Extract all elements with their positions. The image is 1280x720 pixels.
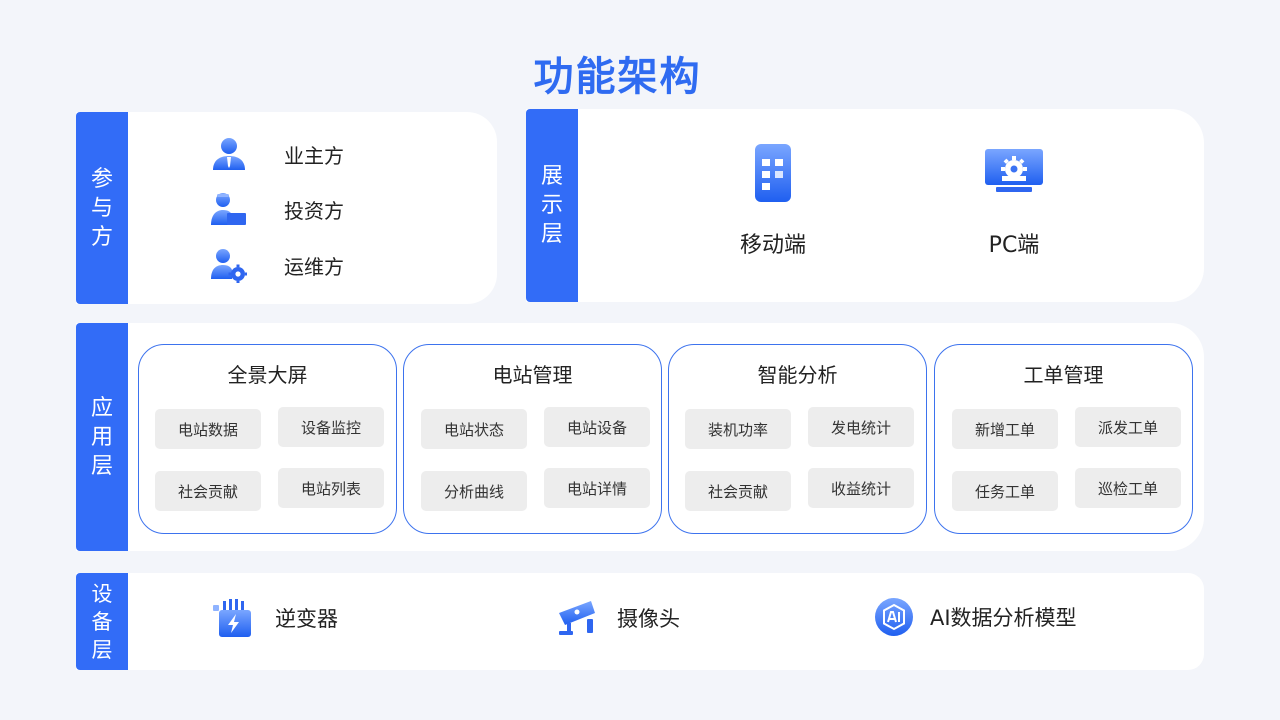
pc-monitor-gear-icon (984, 143, 1044, 207)
inverter-icon (211, 597, 255, 639)
terminal-pc: PC端 (964, 143, 1064, 259)
owner-user-icon (210, 135, 248, 173)
device-inverter: 逆变器 (211, 597, 338, 639)
module-item: 电站设备 (544, 407, 650, 447)
module-work-order: 工单管理 新增工单 派发工单 任务工单 巡检工单 (934, 344, 1193, 534)
module-item: 巡检工单 (1075, 468, 1181, 508)
participants-tab: 参 与 方 (76, 112, 128, 304)
terminal-mobile: 移动端 (723, 143, 823, 259)
participants-panel (76, 112, 497, 304)
module-title: 工单管理 (1023, 363, 1104, 387)
module-item: 电站详情 (544, 468, 650, 508)
device-camera: 摄像头 (557, 597, 680, 639)
device-tab: 设 备 层 (76, 573, 128, 670)
module-title: 全景大屏 (227, 363, 308, 387)
device-label: AI数据分析模型 (930, 606, 1077, 630)
page-title: 功能架构 (533, 54, 702, 100)
device-label: 摄像头 (617, 607, 680, 631)
module-item: 社会贡献 (685, 471, 791, 511)
terminal-label: PC端 (988, 233, 1040, 258)
module-panorama-screen: 全景大屏 电站数据 设备监控 社会贡献 电站列表 (138, 344, 397, 534)
role-investor: 投资方 (210, 190, 344, 228)
module-item: 电站数据 (155, 409, 261, 449)
display-tab: 展 示 层 (526, 109, 578, 302)
display-panel (526, 109, 1204, 302)
mobile-phone-icon (753, 143, 793, 207)
device-ai-model: AI数据分析模型 (874, 597, 1077, 637)
module-item: 分析曲线 (421, 471, 527, 511)
module-item: 任务工单 (952, 471, 1058, 511)
module-item: 社会贡献 (155, 471, 261, 511)
module-item: 派发工单 (1075, 407, 1181, 447)
module-smart-analysis: 智能分析 装机功率 发电统计 社会贡献 收益统计 (668, 344, 927, 534)
module-item: 新增工单 (952, 409, 1058, 449)
investor-user-icon (210, 190, 248, 228)
module-item: 电站状态 (421, 409, 527, 449)
module-item: 电站列表 (278, 468, 384, 508)
terminal-label: 移动端 (739, 233, 806, 258)
module-station-management: 电站管理 电站状态 电站设备 分析曲线 电站详情 (403, 344, 662, 534)
role-label: 投资方 (284, 198, 344, 223)
module-item: 收益统计 (808, 468, 914, 508)
device-label: 逆变器 (275, 607, 338, 631)
module-item: 装机功率 (685, 409, 791, 449)
role-owner: 业主方 (210, 135, 344, 173)
camera-icon (557, 597, 597, 639)
module-item: 发电统计 (808, 407, 914, 447)
maintenance-user-gear-icon (210, 246, 248, 284)
role-label: 业主方 (284, 143, 344, 168)
ai-model-icon (874, 597, 914, 637)
role-maintenance: 运维方 (210, 246, 344, 284)
module-title: 智能分析 (757, 363, 838, 387)
device-panel (76, 573, 1204, 670)
application-tab: 应 用 层 (76, 323, 128, 551)
role-label: 运维方 (284, 254, 344, 279)
module-title: 电站管理 (492, 363, 573, 387)
module-item: 设备监控 (278, 407, 384, 447)
